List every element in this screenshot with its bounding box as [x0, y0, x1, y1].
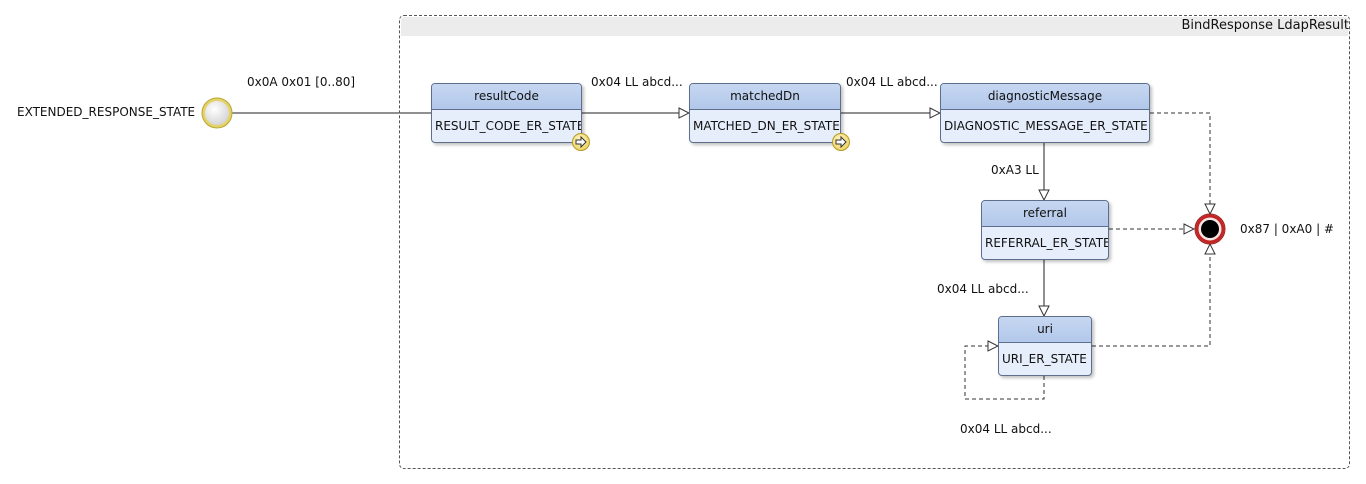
- initial-state-node[interactable]: [200, 96, 234, 130]
- transition-label-referral: 0x04 LL abcd...: [937, 282, 1029, 296]
- state-name: uri: [999, 317, 1091, 343]
- transition-label-diagnosticmessage: 0xA3 LL: [991, 163, 1039, 177]
- state-name: referral: [982, 201, 1108, 227]
- edge-diagnosticmessage-to-final: [1150, 112, 1210, 214]
- transition-label-resultcode: 0x04 LL abcd...: [591, 75, 683, 89]
- state-constant: RESULT_CODE_ER_STATE: [435, 119, 582, 133]
- state-constant: DIAGNOSTIC_MESSAGE_ER_STATE: [944, 119, 1148, 133]
- state-resultcode[interactable]: resultCode RESULT_CODE_ER_STATE: [431, 83, 582, 143]
- composite-state-header: [401, 17, 1348, 36]
- state-uri[interactable]: uri URI_ER_STATE: [998, 316, 1092, 376]
- state-constant: URI_ER_STATE: [1002, 352, 1087, 366]
- transition-label-uri-loop: 0x04 LL abcd...: [960, 422, 1052, 436]
- state-diagnosticmessage[interactable]: diagnosticMessage DIAGNOSTIC_MESSAGE_ER_…: [940, 83, 1150, 143]
- edge-uri-to-final: [1092, 244, 1210, 347]
- transition-label-matcheddn: 0x04 LL abcd...: [846, 75, 938, 89]
- state-referral[interactable]: referral REFERRAL_ER_STATE: [981, 200, 1109, 260]
- transition-label-final: 0x87 | 0xA0 | #: [1240, 222, 1334, 236]
- composite-state-title: BindResponse LdapResult: [1181, 18, 1349, 33]
- state-constant: MATCHED_DN_ER_STATE: [693, 119, 840, 133]
- drilldown-arrow-icon[interactable]: [572, 133, 590, 151]
- state-name: resultCode: [432, 84, 581, 110]
- state-matcheddn[interactable]: matchedDn MATCHED_DN_ER_STATE: [689, 83, 841, 143]
- state-name: matchedDn: [690, 84, 840, 110]
- state-constant: REFERRAL_ER_STATE: [985, 236, 1109, 250]
- transition-label-initial: 0x0A 0x01 [0..80]: [247, 75, 356, 89]
- drilldown-arrow-icon[interactable]: [832, 133, 850, 151]
- edge-uri-self-loop: [964, 346, 1045, 400]
- final-state-node[interactable]: [1193, 212, 1227, 246]
- state-name: diagnosticMessage: [941, 84, 1149, 110]
- initial-state-label: EXTENDED_RESPONSE_STATE: [17, 105, 196, 119]
- composite-state-container: [399, 15, 1350, 469]
